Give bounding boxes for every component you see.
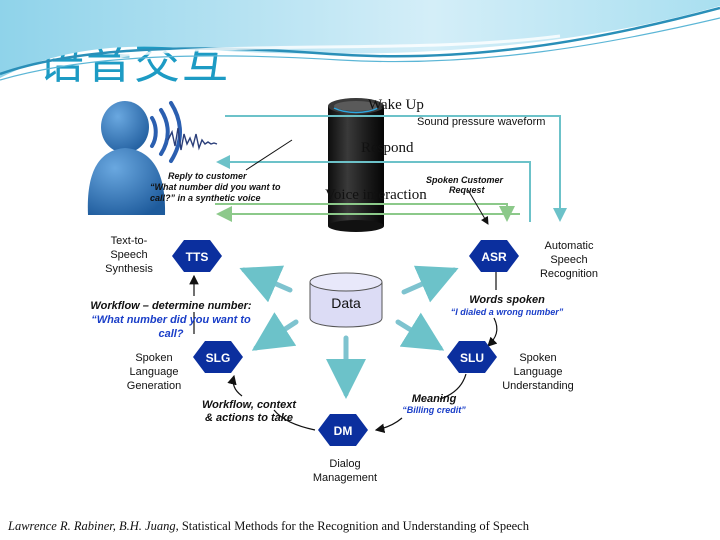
request-note-line1: Spoken Customer — [426, 175, 504, 185]
asr-node-label: ASR — [481, 250, 507, 264]
slu-name-2: Language — [514, 366, 563, 378]
words-spoken-label: Words spoken — [469, 294, 545, 306]
workflow-context-line1: Workflow, context — [202, 399, 297, 411]
dm-node: DM — [318, 414, 368, 446]
smart-speaker-icon — [328, 98, 384, 232]
citation-work: Statistical Methods for the Recognition … — [181, 519, 529, 533]
tts-node-label: TTS — [186, 250, 209, 264]
data-arrows — [239, 265, 459, 399]
tts-name-1: Text-to- — [111, 235, 148, 247]
workflow-number-line3: call? — [158, 328, 183, 340]
reply-note-line3: call?” in a synthetic voice — [150, 193, 261, 203]
tts-node: TTS — [172, 240, 222, 272]
reply-pointer — [245, 139, 293, 171]
request-note-line2: Request — [449, 185, 486, 195]
data-store-label: Data — [331, 295, 361, 311]
slg-name-2: Language — [130, 366, 179, 378]
slu-name-3: Understanding — [502, 380, 574, 392]
citation: Lawrence R. Rabiner, B.H. Juang, Statist… — [8, 519, 529, 534]
voice-interaction-label: Voice interaction — [325, 187, 427, 203]
data-store: Data — [309, 272, 383, 328]
wake-up-label: Wake Up — [368, 97, 424, 113]
respond-flow-line — [216, 155, 531, 222]
sound-waves-icon — [150, 101, 182, 163]
respond-label: Respond — [361, 140, 414, 156]
request-pointer — [467, 189, 489, 225]
reply-note-line2: “What number did you want to — [150, 182, 281, 192]
words-spoken-example: “I dialed a wrong number” — [451, 307, 564, 317]
tts-name-2: Speech — [110, 249, 147, 261]
asr-name-3: Recognition — [540, 268, 598, 280]
tts-name-3: Synthesis — [105, 263, 153, 275]
dm-name-2: Management — [313, 472, 377, 484]
speaker-person-icon — [87, 101, 166, 215]
dm-name-1: Dialog — [329, 458, 360, 470]
header-wave-decoration — [0, 0, 720, 81]
slg-name-1: Spoken — [135, 352, 172, 364]
slg-node: SLG — [193, 341, 243, 373]
slg-node-label: SLG — [206, 351, 231, 365]
workflow-number-line2: “What number did you want to — [91, 314, 251, 326]
meaning-example: “Billing credit” — [402, 405, 466, 415]
workflow-context-line2: & actions to take — [205, 412, 293, 424]
slu-node-label: SLU — [460, 351, 484, 365]
loop-arrows — [189, 272, 498, 434]
speech-waveform-icon — [167, 127, 218, 151]
citation-authors: Lawrence R. Rabiner, B.H. Juang, — [8, 519, 179, 533]
slu-node: SLU — [447, 341, 497, 373]
dm-node-label: DM — [334, 424, 353, 438]
slu-name-1: Spoken — [519, 352, 556, 364]
asr-name-2: Speech — [550, 254, 587, 266]
wakeup-flow-line — [225, 115, 567, 222]
asr-name-1: Automatic — [545, 240, 594, 252]
slg-name-3: Generation — [127, 380, 181, 392]
sound-waveform-label: Sound pressure waveform — [417, 116, 545, 128]
asr-node: ASR — [469, 240, 519, 272]
reply-note-line1: Reply to customer — [168, 171, 247, 181]
meaning-label: Meaning — [412, 393, 457, 405]
workflow-number-line1: Workflow – determine number: — [90, 300, 251, 312]
